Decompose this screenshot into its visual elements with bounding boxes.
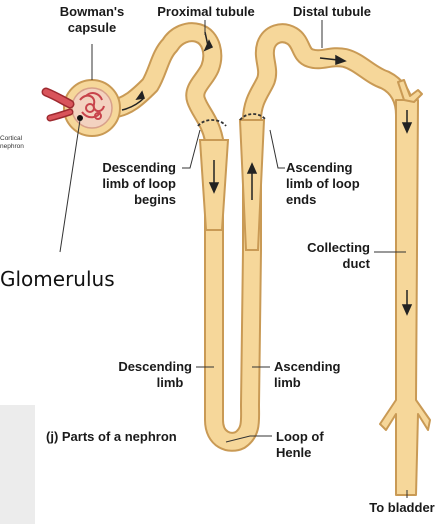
cortical-nephron-label-1: Cortical	[0, 135, 23, 142]
arteriole	[41, 87, 75, 122]
asc-loop-label-2: limb of loop	[286, 176, 360, 191]
cortical-nephron-label-2: nephron	[0, 143, 24, 150]
loop-of-henle-label-1: Loop of	[276, 429, 324, 444]
asc-loop-label-1: Ascending	[286, 160, 353, 175]
to-bladder-label: To bladder	[369, 500, 434, 515]
loop-boundary-markers	[197, 113, 267, 127]
flow-arrows	[121, 31, 413, 316]
bowmans-capsule-label-2: capsule	[68, 20, 116, 35]
ascending-limb-label-2: limb	[274, 375, 301, 390]
bowmans-capsule-label-1: Bowman's	[60, 4, 125, 19]
glomerulus-capillaries	[79, 92, 105, 120]
collecting-duct	[379, 79, 431, 496]
proximal-tubule-label: Proximal tubule	[157, 4, 255, 19]
limb-thickening	[198, 119, 266, 251]
desc-loop-label-1: Descending	[102, 160, 176, 175]
distal-tubule-label: Distal tubule	[293, 4, 371, 19]
leader-lines	[59, 20, 408, 498]
desc-loop-label-2: limb of loop	[102, 176, 176, 191]
figure-caption: (j) Parts of a nephron	[46, 429, 177, 444]
descending-limb-label-1: Descending	[118, 359, 192, 374]
ascending-limb-label-1: Ascending	[274, 359, 341, 374]
loop-of-henle-label-2: Henle	[276, 445, 311, 460]
glomerulus-pointer-dot	[77, 115, 83, 121]
background-panel-white	[35, 405, 442, 524]
descending-limb-label-2: limb	[157, 375, 184, 390]
collecting-duct-label-2: duct	[343, 256, 371, 271]
collecting-duct-label-1: Collecting	[307, 240, 370, 255]
glomerulus-label: Glomerulus	[0, 267, 115, 291]
asc-loop-label-3: ends	[286, 192, 316, 207]
bowmans-capsule	[63, 79, 121, 137]
desc-loop-label-3: begins	[134, 192, 176, 207]
